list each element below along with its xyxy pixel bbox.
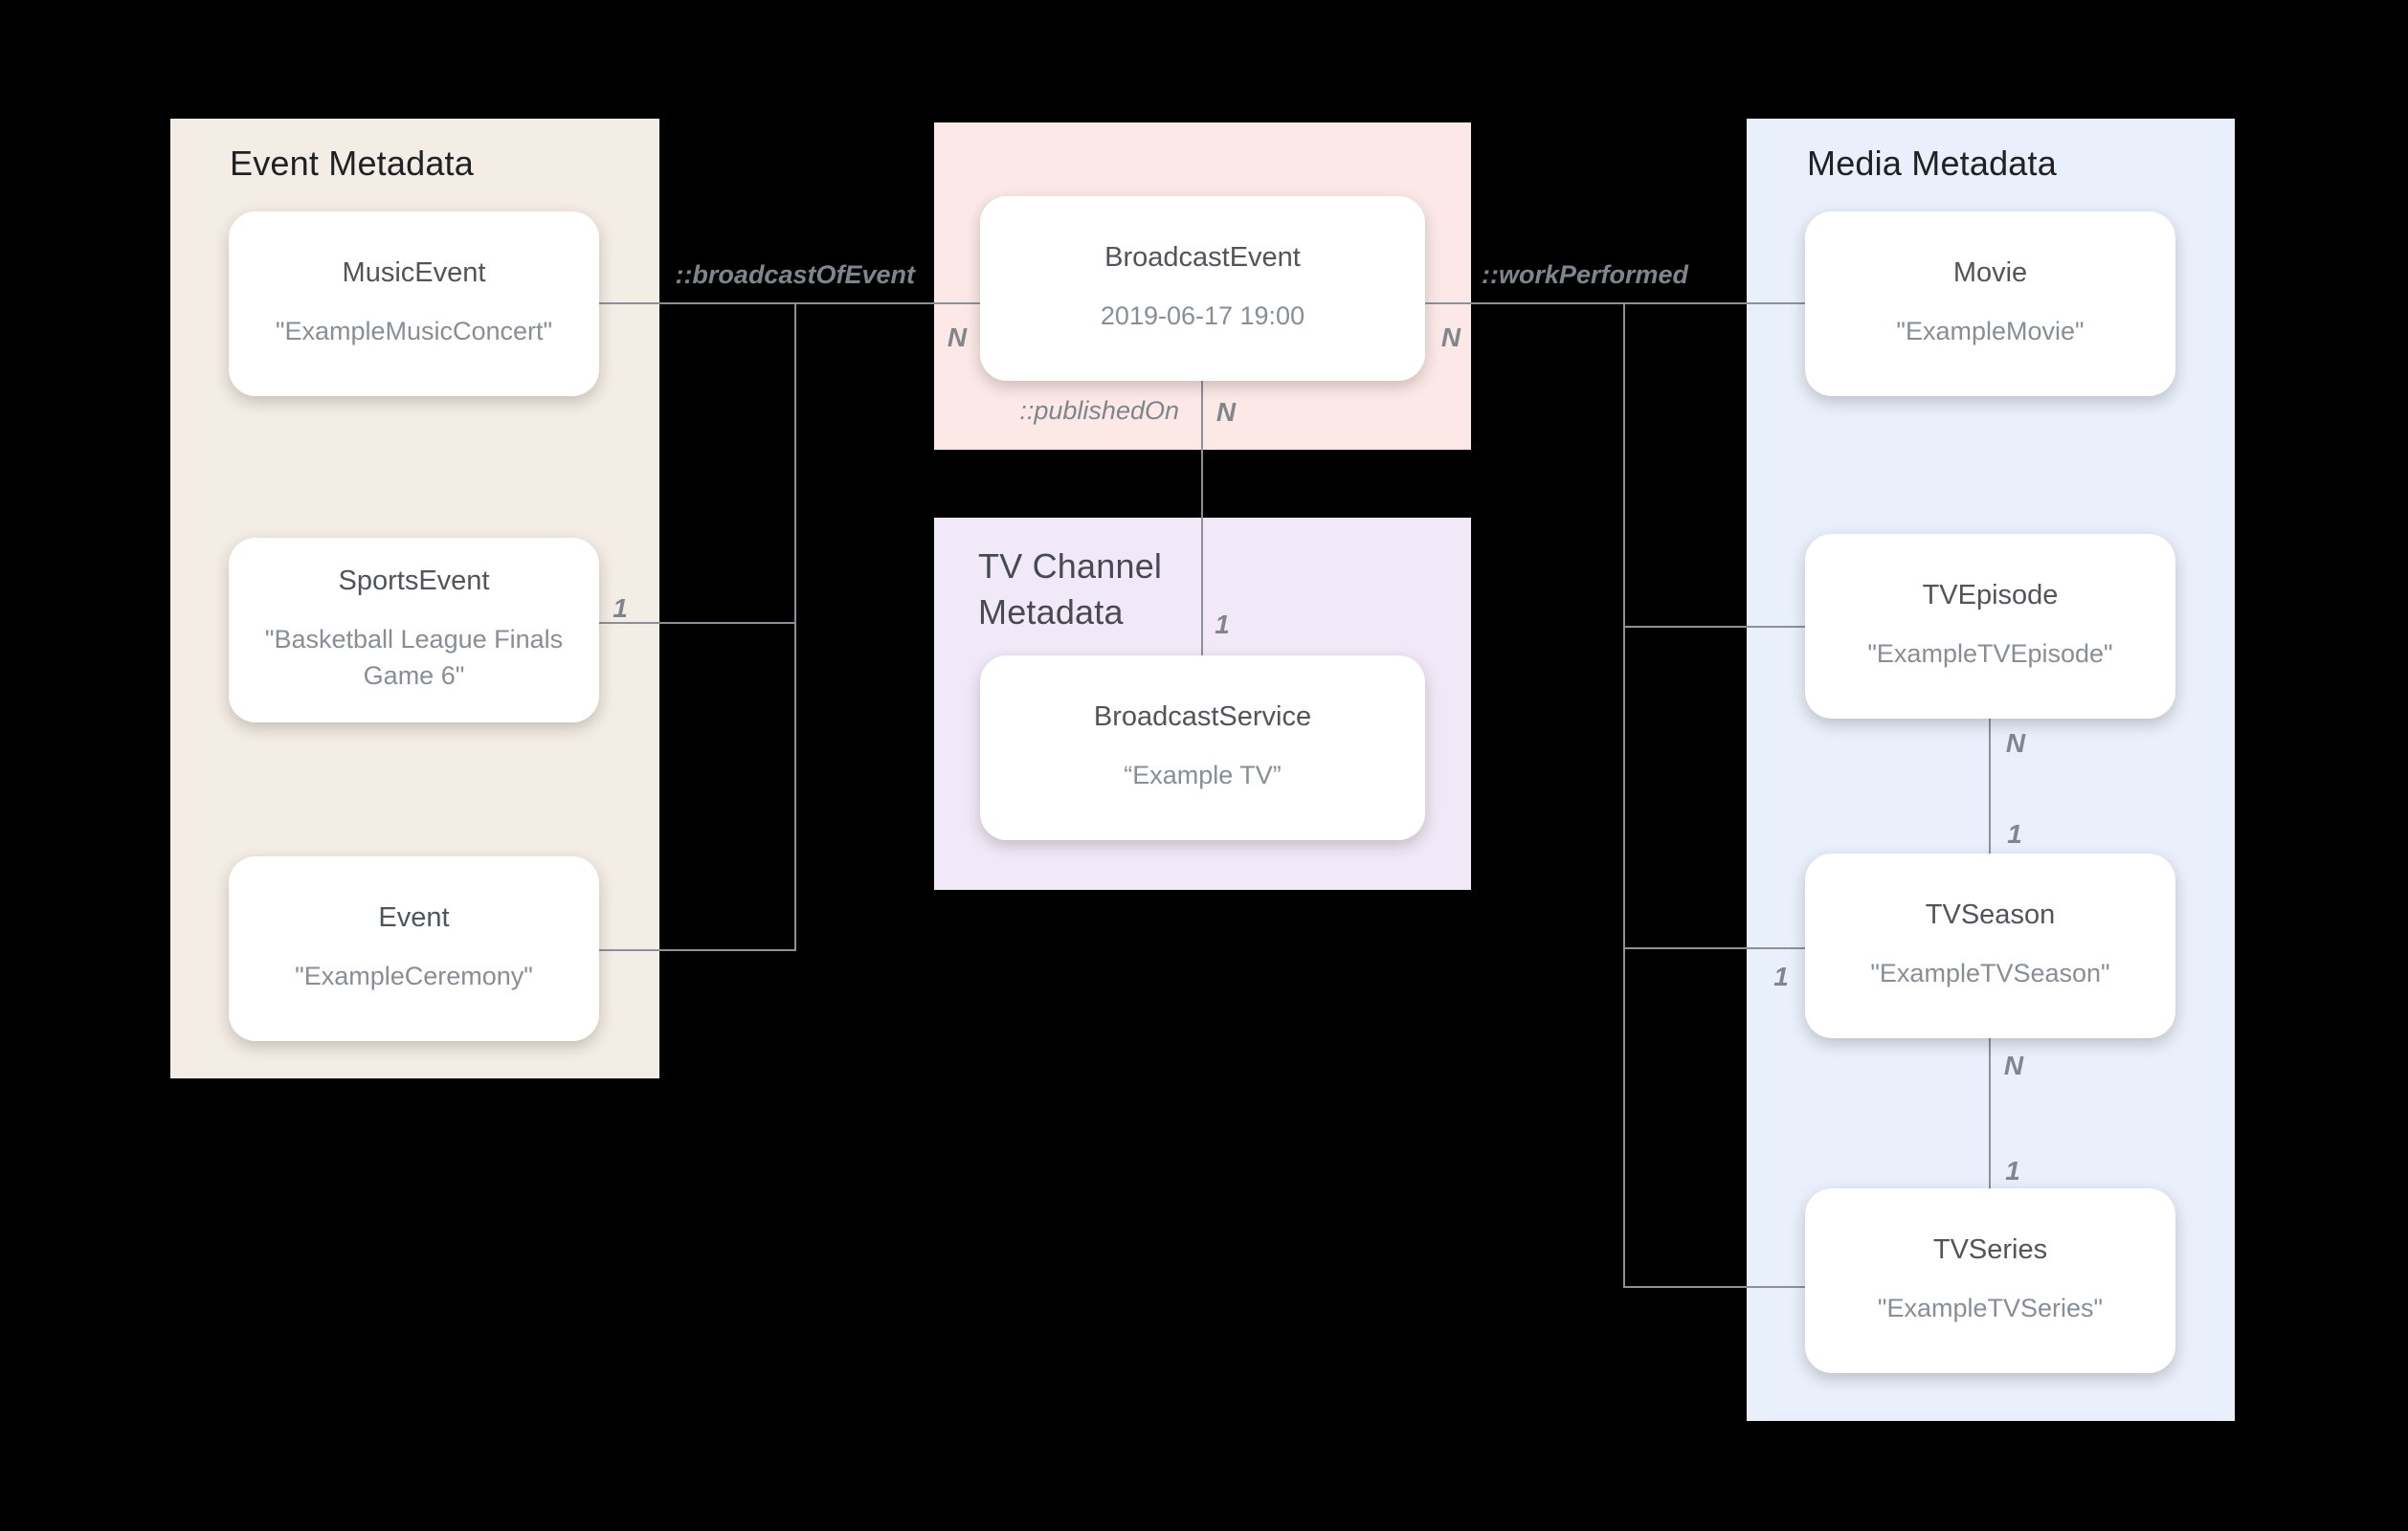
cardinality-sportsevent-1: 1 (613, 593, 628, 623)
cardinality-tvseries-top-1: 1 (2005, 1156, 2020, 1186)
tvepisode-card: TVEpisode "ExampleTVEpisode" (1805, 534, 2175, 719)
musicevent-card: MusicEvent "ExampleMusicConcert" (229, 211, 599, 396)
movie-card-value: "ExampleMovie" (1896, 317, 2085, 346)
broadcastservice-card-value: “Example TV” (1124, 761, 1282, 790)
event-card-value: "ExampleCeremony" (295, 962, 533, 991)
cardinality-broadcastevent-left-n: N (947, 322, 968, 352)
tvseries-card-title: TVSeries (1932, 1234, 2048, 1266)
cardinality-tvseason-left-1: 1 (1773, 962, 1789, 991)
broadcastofevent-label: ::broadcastOfEvent (675, 260, 915, 289)
tvseries-card: TVSeries "ExampleTVSeries" (1805, 1188, 2175, 1373)
workperformed-label: ::workPerformed (1482, 260, 1689, 289)
tvepisode-card-title: TVEpisode (1922, 580, 2059, 611)
tvepisode-card-value: "ExampleTVEpisode" (1867, 639, 2113, 669)
edge-left-vertical (794, 302, 796, 951)
edge-tvseason-branch (1623, 947, 1805, 949)
musicevent-card-value: "ExampleMusicConcert" (275, 317, 553, 346)
movie-card-title: Movie (1952, 257, 2028, 289)
cardinality-publishedon-n: N (1215, 397, 1237, 427)
media-metadata-title: Media Metadata (1807, 144, 2057, 183)
edge-sportsevent-branch (599, 622, 796, 624)
cardinality-tvseason-top-1: 1 (2007, 819, 2022, 849)
sportsevent-card-title: SportsEvent (338, 566, 490, 597)
cardinality-broadcastevent-right-n: N (1440, 322, 1461, 352)
broadcastservice-card: BroadcastService “Example TV” (980, 655, 1425, 840)
tvseries-card-value: "ExampleTVSeries" (1877, 1294, 2104, 1323)
edge-tvseason-tvseries (1989, 1038, 1991, 1188)
tvseason-card-value: "ExampleTVSeason" (1870, 959, 2110, 988)
tvseason-card: TVSeason "ExampleTVSeason" (1805, 854, 2175, 1038)
broadcastservice-card-title: BroadcastService (1093, 701, 1312, 733)
edge-tvseries-branch (1623, 1286, 1805, 1288)
event-card-title: Event (378, 902, 450, 934)
tvseason-card-title: TVSeason (1925, 899, 2056, 931)
edge-event-branch (599, 949, 796, 951)
cardinality-tvepisode-bottom-n: N (2005, 728, 2026, 758)
sportsevent-card-value: "Basketball League Finals Game 6" (264, 625, 564, 690)
tv-channel-metadata-title: TV Channel Metadata (978, 546, 1163, 632)
edge-right-vertical (1623, 302, 1625, 1288)
event-metadata-title: Event Metadata (230, 144, 474, 183)
edge-musicevent-broadcastevent (599, 302, 980, 304)
cardinality-tvseason-bottom-n: N (2003, 1051, 2024, 1080)
publishedon-label: ::publishedOn (1019, 396, 1179, 425)
sportsevent-card: SportsEvent "Basketball League Finals Ga… (229, 538, 599, 722)
event-card: Event "ExampleCeremony" (229, 856, 599, 1041)
musicevent-card-title: MusicEvent (342, 257, 486, 289)
broadcastevent-card-title: BroadcastEvent (1104, 242, 1301, 274)
movie-card: Movie "ExampleMovie" (1805, 211, 2175, 396)
broadcastevent-card: BroadcastEvent 2019-06-17 19:00 (980, 196, 1425, 381)
edge-tvepisode-branch (1623, 626, 1805, 628)
edge-publishedon-vertical (1201, 381, 1203, 655)
edge-tvepisode-tvseason (1989, 719, 1991, 854)
broadcastevent-card-value: 2019-06-17 19:00 (1100, 301, 1305, 331)
cardinality-publishedon-1: 1 (1215, 610, 1230, 639)
edge-broadcastevent-movie (1425, 302, 1805, 304)
